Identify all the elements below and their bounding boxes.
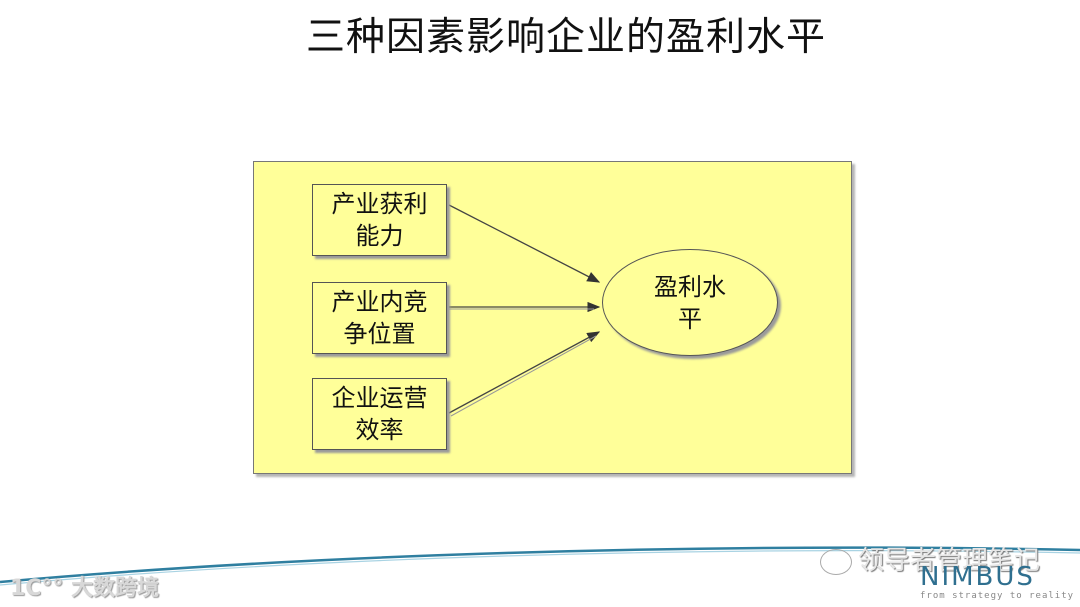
arrows (448, 204, 601, 417)
factor-box-competitive-position: 产业内竞争位置 (312, 282, 447, 354)
factor-box-industry-profitability: 产业获利能力 (312, 184, 447, 256)
wechat-icon (820, 548, 852, 575)
outcome-label: 盈利水平 (654, 272, 726, 333)
watermark-left: 1C°° 大数跨境 (10, 576, 160, 601)
arrow-3 (448, 331, 601, 414)
arrow-1 (448, 204, 601, 283)
outcome-ellipse-profitability: 盈利水平 (602, 249, 778, 356)
factor-label: 产业获利能力 (331, 190, 428, 250)
footer-curve (0, 546, 1080, 586)
nimbus-logo: NIMBUS (920, 562, 1035, 592)
factor-label: 企业运营效率 (331, 384, 428, 444)
diagram-panel: 产业获利能力 产业内竞争位置 企业运营效率 盈利水平 (253, 161, 852, 474)
factor-label: 产业内竞争位置 (331, 288, 428, 348)
slide-title: 三种因素影响企业的盈利水平 (305, 15, 826, 60)
watermark-logo-icon: 1C°° (10, 576, 72, 601)
factor-box-operational-efficiency: 企业运营效率 (312, 378, 447, 450)
watermark-right: 领导者管理笔记 (820, 540, 1040, 577)
logo-tagline: from strategy to reality (920, 591, 1075, 601)
arrow-3b (450, 335, 597, 417)
